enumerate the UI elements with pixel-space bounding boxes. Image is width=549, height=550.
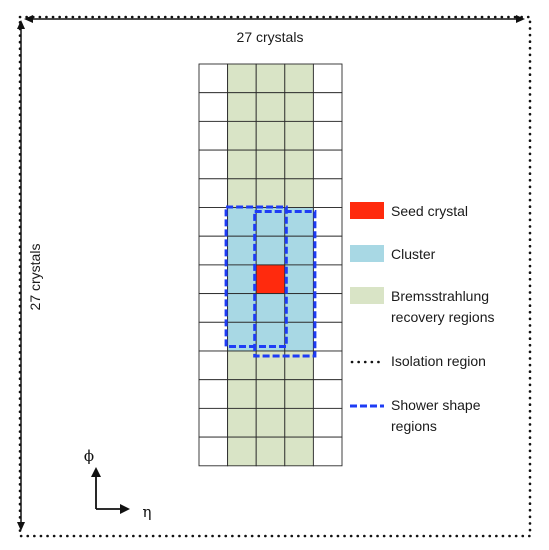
phi-axis-label: ϕ (84, 447, 94, 465)
crystal-cell (255, 293, 286, 323)
crystal-cell (284, 436, 314, 467)
legend-bremsstrahlung-swatch (350, 287, 384, 304)
crystal-cell (198, 379, 229, 409)
coordinate-axes (91, 467, 130, 514)
crystal-cell (227, 207, 257, 237)
horizontal-dimension-label: 27 crystals (237, 29, 304, 45)
crystal-cell (284, 120, 314, 151)
legend-cluster-swatch (350, 245, 384, 262)
crystal-cell (227, 407, 257, 438)
crystal-cell (284, 149, 314, 180)
crystal-cell (284, 321, 314, 352)
shower-shape-region-outline (224, 205, 288, 348)
crystal-cell (198, 407, 229, 438)
vertical-dimension-label: 27 crystals (27, 244, 43, 311)
legend: Seed crystal Cluster Bremsstrahlung reco… (350, 202, 495, 434)
crystal-cell (255, 149, 286, 180)
crystal-cell (255, 407, 286, 438)
crystal-cell (312, 379, 343, 409)
crystal-cell (255, 178, 286, 208)
shower-shape-regions (224, 205, 317, 358)
crystal-cell (255, 120, 286, 151)
crystal-cell (284, 379, 314, 409)
crystal-cell (255, 379, 286, 409)
crystal-cell (227, 235, 257, 266)
crystal-cell (198, 63, 229, 94)
crystal-cell (312, 293, 343, 323)
crystal-cell (312, 92, 343, 122)
crystal-cell (284, 92, 314, 122)
shower-shape-region-outline (253, 210, 317, 358)
legend-shower-shape-label-line2: regions (391, 418, 437, 434)
crystal-cell (284, 407, 314, 438)
crystal-cell (198, 293, 229, 323)
legend-seed-label: Seed crystal (391, 203, 468, 219)
horizontal-dimension-arrow (24, 15, 525, 23)
crystal-cell (312, 235, 343, 266)
crystal-cell (255, 436, 286, 467)
crystal-cell (312, 436, 343, 467)
crystal-cell (198, 264, 229, 295)
crystal-cell (312, 120, 343, 151)
crystal-cell (255, 235, 286, 266)
crystal-cell (284, 63, 314, 94)
crystal-cell (227, 149, 257, 180)
crystal-cell (198, 120, 229, 151)
legend-shower-shape-label-line1: Shower shape (391, 397, 481, 413)
crystal-cell (284, 293, 314, 323)
crystal-cell (312, 178, 343, 208)
crystal-cell (198, 321, 229, 352)
crystal-cell (312, 63, 343, 94)
crystal-cell (198, 92, 229, 122)
crystal-cell (312, 207, 343, 237)
crystal-cell (198, 178, 229, 208)
crystal-cell (284, 235, 314, 266)
crystal-cell (227, 92, 257, 122)
crystal-cell (227, 350, 257, 381)
crystal-cell (227, 293, 257, 323)
legend-bremsstrahlung-label-line2: recovery regions (391, 309, 495, 325)
crystal-cell (284, 264, 314, 295)
crystal-cell (227, 120, 257, 151)
crystal-cell (198, 149, 229, 180)
legend-cluster-label: Cluster (391, 246, 436, 262)
crystal-grid (198, 63, 343, 467)
crystal-cell (312, 149, 343, 180)
crystal-cell (198, 350, 229, 381)
crystal-cell (198, 436, 229, 467)
vertical-dimension-arrow (17, 20, 25, 531)
crystal-cell (255, 63, 286, 94)
crystal-cell (227, 264, 257, 295)
crystal-cell (312, 350, 343, 381)
crystal-cell (284, 178, 314, 208)
crystal-cell (227, 436, 257, 467)
crystal-cell (198, 235, 229, 266)
crystal-cell (198, 207, 229, 237)
legend-seed-swatch (350, 202, 384, 219)
crystal-cell (312, 264, 343, 295)
crystal-cell (312, 407, 343, 438)
crystal-cell (227, 379, 257, 409)
legend-isolation-label: Isolation region (391, 353, 486, 369)
crystal-cell (312, 321, 343, 352)
crystal-cell (227, 178, 257, 208)
crystal-cell (227, 63, 257, 94)
crystal-cell (255, 350, 286, 381)
crystal-cell (255, 264, 286, 295)
legend-bremsstrahlung-label-line1: Bremsstrahlung (391, 288, 489, 304)
crystal-cell (255, 92, 286, 122)
eta-axis-label: η (143, 503, 152, 521)
